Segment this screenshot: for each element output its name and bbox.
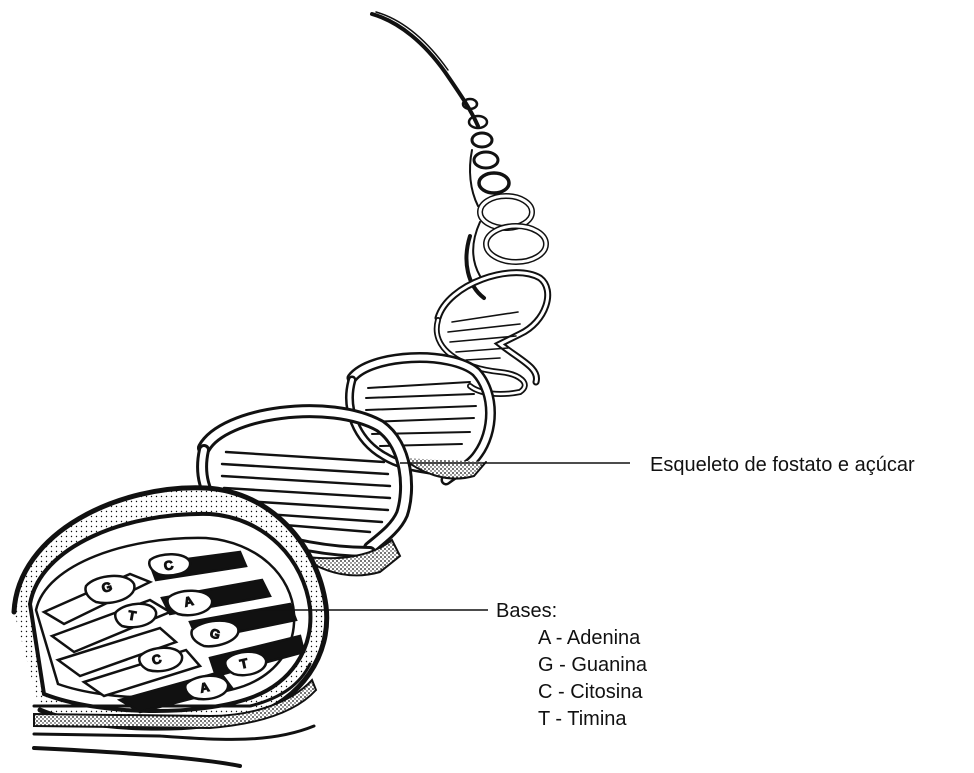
helix-small-turn — [437, 273, 548, 394]
base-guanine: G - Guanina — [538, 652, 647, 679]
bases-legend: A - Adenina G - Guanina C - Citosina T -… — [538, 625, 647, 733]
bases-label: Bases: — [496, 598, 557, 625]
base-thymine: T - Timina — [538, 706, 647, 733]
helix-front-turn: G C T A G C T A — [14, 488, 327, 766]
backbone-label: Esqueleto de fostato e açúcar — [650, 452, 915, 479]
base-adenine: A - Adenina — [538, 625, 647, 652]
base-cytosine: C - Citosina — [538, 679, 647, 706]
helix-tail — [372, 12, 509, 206]
